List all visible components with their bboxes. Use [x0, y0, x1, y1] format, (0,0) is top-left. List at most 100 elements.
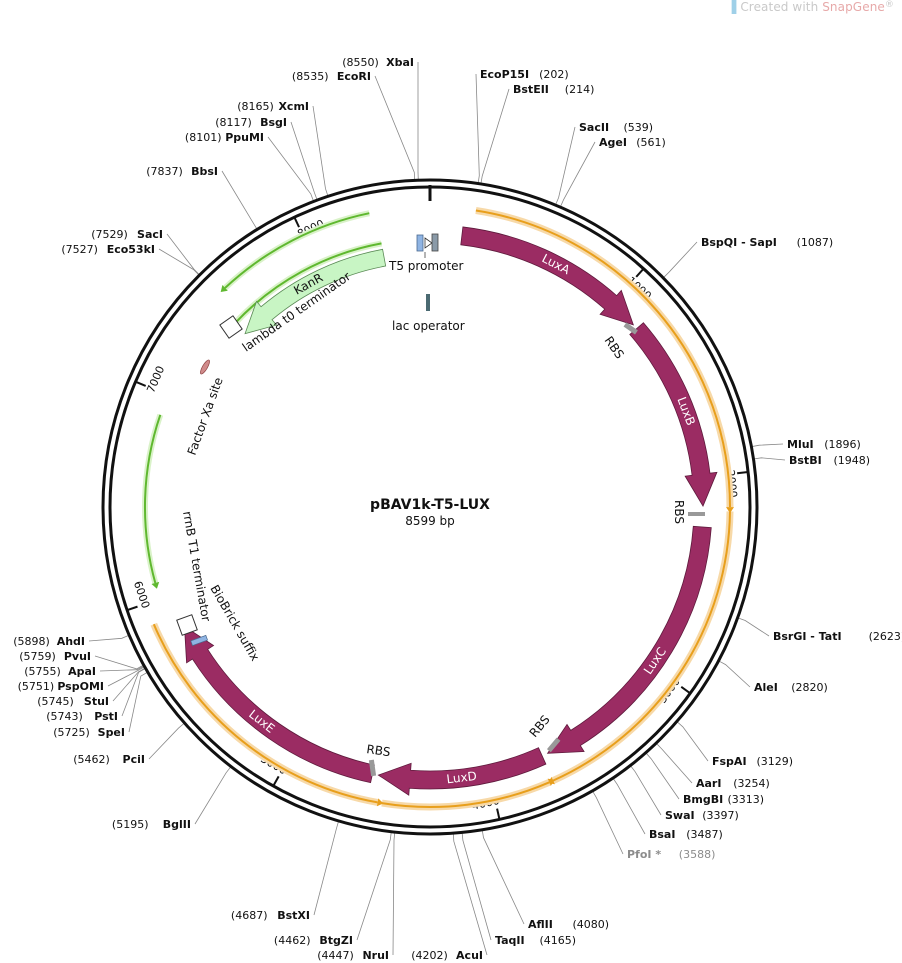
site-connector	[452, 833, 488, 956]
site-connector	[461, 832, 492, 941]
biobrick-suffix-label: BioBrick suffix	[207, 583, 262, 664]
site-connector	[128, 671, 148, 733]
site-position: (8101)	[185, 131, 222, 144]
site-position: (3313)	[728, 793, 765, 806]
site-name: AcuI	[456, 949, 483, 962]
site-name: XcmI	[278, 100, 309, 113]
outer-feature-line	[475, 209, 731, 508]
restriction-site: BglII(5195)	[112, 818, 191, 831]
restriction-site: AcuI(4202)	[411, 949, 483, 962]
site-name: BspQI - SapI	[701, 236, 777, 249]
site-name: BsgI	[260, 116, 287, 129]
t5-promoter-box	[416, 234, 424, 252]
lac-operator-feature: lac operator	[392, 294, 465, 333]
outer-feature-arrowhead	[726, 507, 734, 514]
site-connector	[676, 721, 709, 762]
site-connector	[737, 617, 770, 637]
site-position: (1896)	[824, 438, 861, 451]
site-connector	[107, 666, 145, 687]
site-connector	[663, 241, 698, 279]
site-name: StuI	[84, 695, 109, 708]
site-connector	[559, 141, 596, 208]
lambda-terminator-box	[219, 315, 243, 339]
site-name: ApaI	[68, 665, 96, 678]
site-connector	[555, 126, 576, 206]
site-connector	[94, 655, 144, 670]
restriction-site: BspQI - SapI (1087)	[701, 236, 833, 249]
site-connector	[612, 777, 646, 835]
site-name: XbaI	[386, 56, 414, 69]
site-position: (5743)	[46, 710, 83, 723]
site-position: (5755)	[24, 665, 61, 678]
site-position: (8165)	[237, 100, 274, 113]
watermark-suffix: ®	[884, 0, 894, 10]
restriction-site: Eco53kI(7527)	[61, 243, 155, 256]
site-position: (5725)	[53, 726, 90, 739]
site-position: (202)	[539, 68, 569, 81]
factor-xa-feature: Factor Xa site	[185, 359, 226, 457]
site-position: (3254)	[733, 777, 770, 790]
rrnb-terminator-label: rrnB T1 terminator	[180, 510, 213, 622]
green-arc-line	[224, 212, 370, 289]
restriction-site: BmgBI(3313)	[683, 793, 764, 806]
site-connector	[194, 766, 232, 825]
site-name: BstXI	[277, 909, 310, 922]
promoter-arrow-icon	[424, 237, 433, 249]
restriction-site: FspAI(3129)	[712, 755, 793, 768]
factor-xa-label: Factor Xa site	[185, 376, 226, 457]
site-connector	[221, 170, 258, 230]
ruler-tick-label: 6000	[131, 579, 152, 610]
kanr-outline-line	[233, 242, 382, 325]
site-position: (5759)	[19, 650, 56, 663]
restriction-site: BbsI (7837)	[146, 165, 218, 178]
rbs-box-luxa	[431, 233, 439, 252]
site-name: SpeI	[98, 726, 125, 739]
site-connector	[290, 121, 318, 201]
site-name: PspOMI	[57, 680, 104, 693]
ruler-tick-label: 7000	[144, 364, 167, 395]
site-connector	[655, 742, 693, 784]
site-name: PfoI *	[627, 848, 661, 861]
site-connector	[645, 752, 680, 800]
plasmid-size: 8599 bp	[405, 514, 455, 528]
site-name: BbsI	[191, 165, 218, 178]
outer-feature-line	[152, 623, 378, 804]
site-name: SwaI	[665, 809, 695, 822]
rbs-label-luxb: RBS	[602, 334, 627, 362]
site-position: (5898)	[13, 635, 50, 648]
site-name: TaqII	[495, 934, 525, 947]
site-position: (2820)	[791, 681, 828, 694]
outer-feature-track	[150, 207, 734, 811]
site-connector	[592, 790, 624, 855]
rbs-marker-luxc	[688, 512, 705, 516]
site-connector	[158, 248, 200, 276]
restriction-site: PfoI *(3588)	[627, 848, 715, 861]
site-position: (7837)	[146, 165, 183, 178]
green-feature-arc	[141, 210, 370, 589]
site-position: (1087)	[797, 236, 834, 249]
site-connector	[112, 667, 146, 702]
restriction-site: SwaI (3397)	[665, 809, 739, 822]
cds-arrow-luxb	[629, 322, 718, 507]
site-connector	[718, 660, 751, 688]
site-position: (539)	[624, 121, 654, 134]
restriction-site: BstEII(214)	[513, 83, 594, 96]
site-name: AhdI	[57, 635, 85, 648]
site-connector	[166, 233, 200, 276]
site-position: (2623)	[869, 630, 902, 643]
ruler-tick	[635, 268, 645, 278]
outer-feature-line	[381, 781, 550, 808]
plasmid-name: pBAV1k-T5-LUX	[370, 497, 490, 513]
backbone-outer-ring	[101, 178, 759, 836]
ruler-tick	[680, 686, 691, 695]
site-name: AleI	[754, 681, 778, 694]
site-name: BstEII	[513, 83, 549, 96]
cds-arrow-luxe	[184, 625, 375, 784]
site-position: (8550)	[342, 56, 379, 69]
site-connector	[481, 829, 525, 925]
restriction-site: BsrGI - TatI(2623)	[773, 630, 902, 643]
rbs-marker-luxb	[623, 322, 638, 335]
site-position: (3397)	[702, 809, 739, 822]
